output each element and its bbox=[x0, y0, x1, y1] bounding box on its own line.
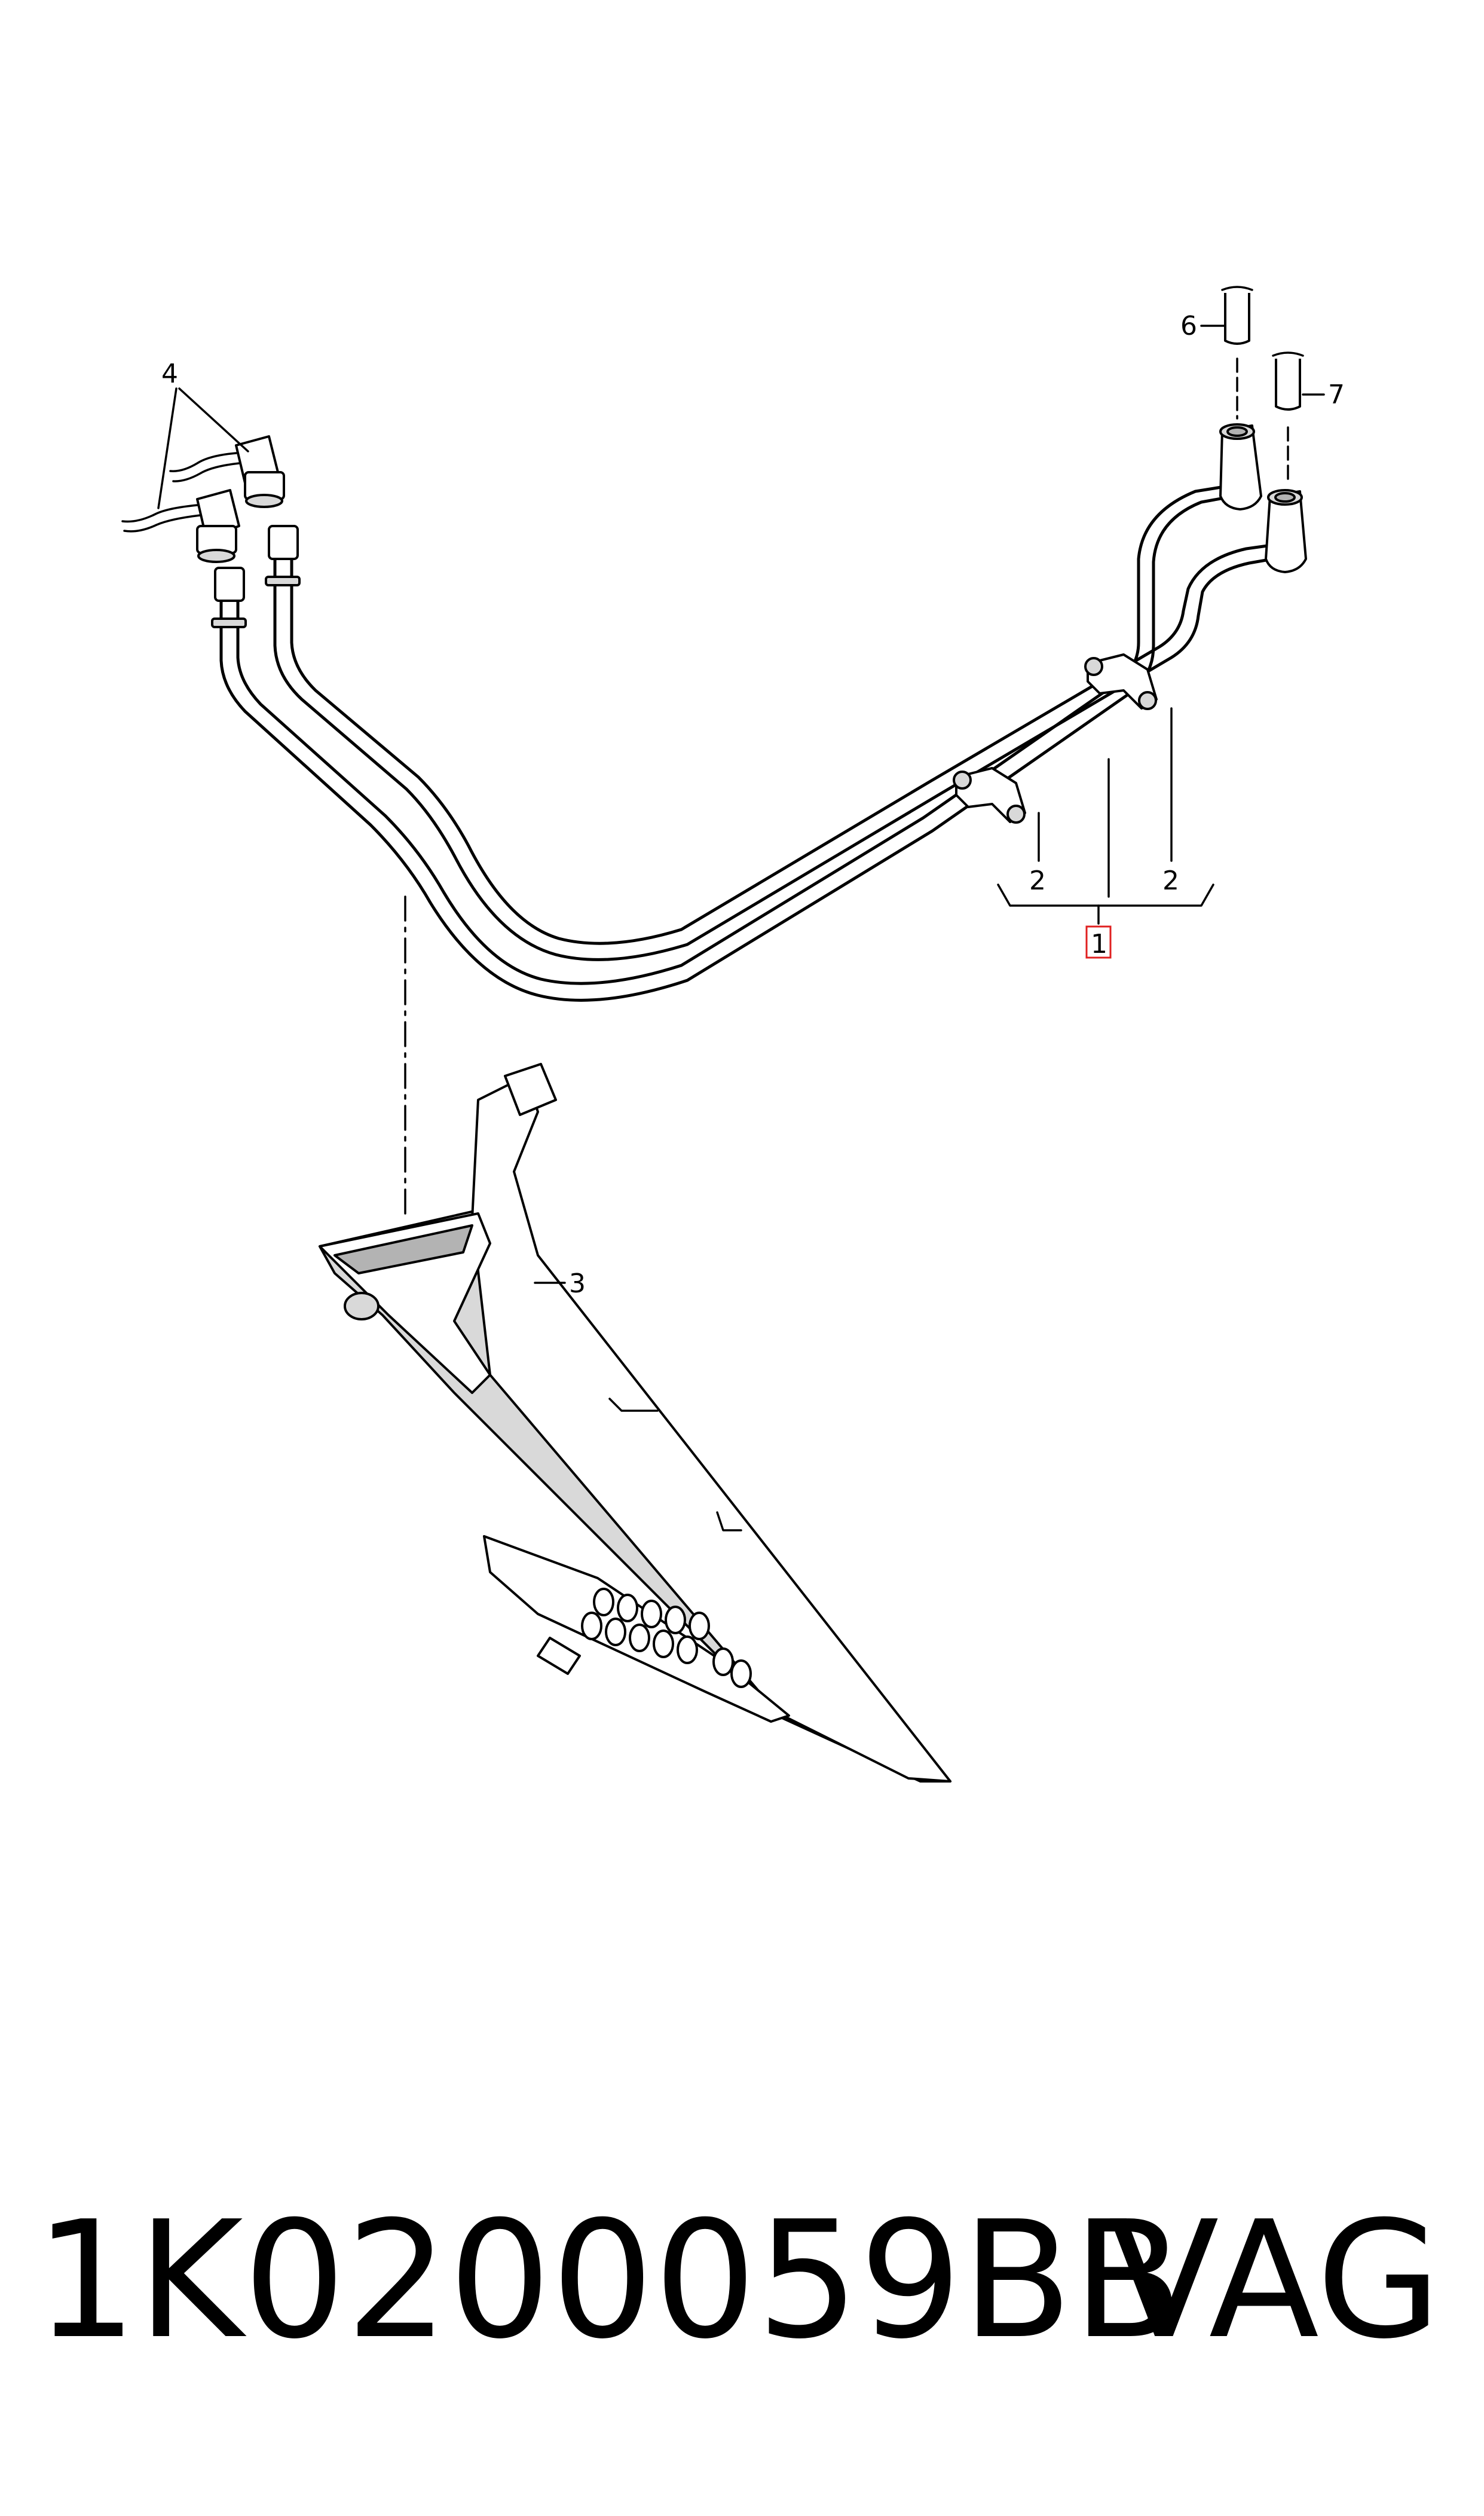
hose-stub-6 bbox=[1221, 286, 1253, 420]
callout-1-highlight bbox=[1085, 925, 1112, 959]
clip-left bbox=[953, 767, 1026, 824]
brand-name: VAG bbox=[1109, 2186, 1442, 2374]
vent-hole-pattern bbox=[581, 1588, 752, 1688]
connector-right-upper bbox=[1219, 423, 1262, 510]
connector-left-upper bbox=[169, 435, 285, 508]
callout-4: 4 bbox=[161, 359, 178, 389]
callout-2-right: 2 bbox=[1162, 866, 1179, 896]
callout-3: 3 bbox=[569, 1268, 586, 1299]
part-number: 1K0200059BB bbox=[35, 2186, 1183, 2374]
bracket-part-3 bbox=[319, 1063, 951, 1783]
hose-stub-7 bbox=[1272, 351, 1304, 485]
callout-2-left: 2 bbox=[1029, 866, 1046, 896]
parts-diagram: 4 6 7 2 2 3 1 bbox=[121, 286, 1345, 1783]
callout-7: 7 bbox=[1328, 380, 1345, 410]
callout-6: 6 bbox=[1180, 311, 1197, 341]
callout-1: 1 bbox=[1091, 929, 1107, 959]
clip-right bbox=[1084, 653, 1158, 710]
connector-right-lower bbox=[1265, 489, 1307, 573]
fuel-line-assembly bbox=[211, 484, 1275, 1002]
footer: 1K0200059BB VAG bbox=[0, 2164, 1484, 2391]
connector-left-lower bbox=[121, 489, 240, 563]
